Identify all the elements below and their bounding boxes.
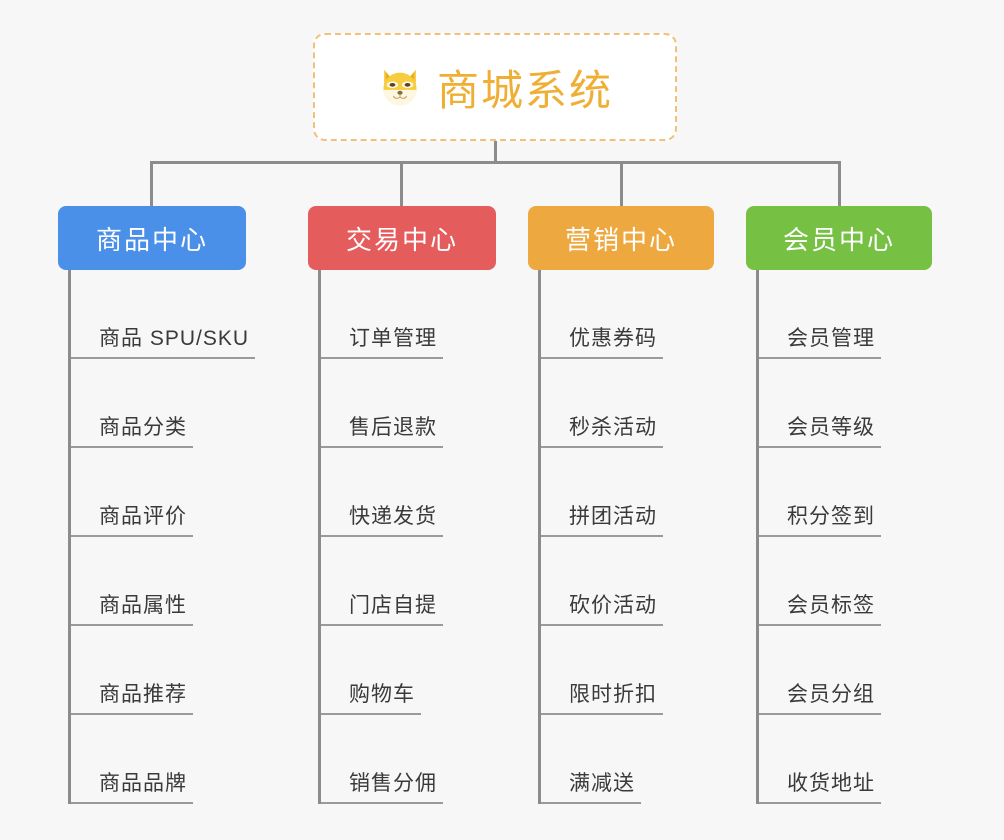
leaf-label: 限时折扣 bbox=[569, 683, 657, 706]
leaf-item[interactable]: 商品分类 bbox=[71, 359, 246, 448]
root-node[interactable]: 商城系统 bbox=[313, 33, 677, 141]
leaf-underline bbox=[321, 535, 443, 537]
leaf-list: 订单管理售后退款快递发货门店自提购物车销售分佣 bbox=[318, 270, 496, 804]
leaf-underline bbox=[759, 624, 881, 626]
category-label: 营销中心 bbox=[564, 224, 677, 255]
leaf-list: 会员管理会员等级积分签到会员标签会员分组收货地址 bbox=[756, 270, 932, 804]
leaf-item[interactable]: 售后退款 bbox=[321, 359, 496, 448]
leaf-underline bbox=[541, 446, 663, 448]
connector-root-stem bbox=[494, 141, 497, 163]
leaf-item[interactable]: 会员标签 bbox=[759, 537, 932, 626]
leaf-underline bbox=[321, 802, 443, 804]
leaf-item[interactable]: 快递发货 bbox=[321, 448, 496, 537]
leaf-underline bbox=[71, 357, 255, 359]
leaf-label: 门店自提 bbox=[349, 594, 437, 617]
leaf-item[interactable]: 会员分组 bbox=[759, 626, 932, 715]
leaf-underline bbox=[321, 624, 443, 626]
leaf-label: 拼团活动 bbox=[569, 505, 657, 528]
leaf-underline bbox=[71, 624, 193, 626]
leaf-item[interactable]: 商品评价 bbox=[71, 448, 246, 537]
leaf-underline bbox=[541, 624, 663, 626]
leaf-item[interactable]: 秒杀活动 bbox=[541, 359, 714, 448]
root-title: 商城系统 bbox=[436, 66, 613, 114]
leaf-item[interactable]: 商品品牌 bbox=[71, 715, 246, 804]
leaf-label: 满减送 bbox=[569, 772, 635, 795]
leaf-item[interactable]: 商品 SPU/SKU bbox=[71, 270, 255, 359]
category-label: 交易中心 bbox=[345, 224, 458, 255]
leaf-label: 商品品牌 bbox=[99, 772, 187, 795]
leaf-item[interactable]: 满减送 bbox=[541, 715, 714, 804]
category-column-1: 商品中心商品 SPU/SKU 商品分类商品评价商品属性商品推荐商品品牌 bbox=[58, 206, 255, 804]
connector-horizontal-bar bbox=[150, 161, 841, 164]
leaf-item[interactable]: 砍价活动 bbox=[541, 537, 714, 626]
category-label: 会员中心 bbox=[782, 224, 895, 255]
leaf-underline bbox=[541, 802, 641, 804]
leaf-label: 商品属性 bbox=[99, 594, 187, 617]
leaf-underline bbox=[71, 713, 193, 715]
leaf-label: 会员分组 bbox=[787, 683, 875, 706]
connector-drop-4 bbox=[838, 161, 841, 206]
leaf-underline bbox=[71, 535, 193, 537]
leaf-underline bbox=[759, 802, 881, 804]
leaf-list: 商品 SPU/SKU 商品分类商品评价商品属性商品推荐商品品牌 bbox=[68, 270, 255, 804]
leaf-label: 商品推荐 bbox=[99, 683, 187, 706]
leaf-label: 会员标签 bbox=[787, 594, 875, 617]
leaf-item[interactable]: 优惠券码 bbox=[541, 270, 714, 359]
leaf-label: 秒杀活动 bbox=[569, 416, 657, 439]
leaf-underline bbox=[321, 713, 421, 715]
leaf-label: 订单管理 bbox=[349, 327, 437, 350]
leaf-item[interactable]: 会员等级 bbox=[759, 359, 932, 448]
leaf-item[interactable]: 会员管理 bbox=[759, 270, 932, 359]
leaf-underline bbox=[759, 446, 881, 448]
leaf-underline bbox=[759, 713, 881, 715]
leaf-label: 积分签到 bbox=[787, 505, 875, 528]
leaf-item[interactable]: 商品属性 bbox=[71, 537, 246, 626]
leaf-label: 快递发货 bbox=[349, 505, 437, 528]
leaf-label: 砍价活动 bbox=[569, 594, 657, 617]
leaf-underline bbox=[541, 535, 663, 537]
category-box-1[interactable]: 商品中心 bbox=[58, 206, 246, 270]
leaf-label: 购物车 bbox=[349, 683, 415, 706]
category-column-2: 交易中心订单管理售后退款快递发货门店自提购物车销售分佣 bbox=[308, 206, 496, 804]
leaf-label: 销售分佣 bbox=[349, 772, 437, 795]
leaf-item[interactable]: 商品推荐 bbox=[71, 626, 246, 715]
leaf-underline bbox=[71, 446, 193, 448]
leaf-label: 收货地址 bbox=[787, 772, 875, 795]
leaf-item[interactable]: 拼团活动 bbox=[541, 448, 714, 537]
category-label: 商品中心 bbox=[95, 224, 208, 255]
leaf-item[interactable]: 销售分佣 bbox=[321, 715, 496, 804]
leaf-item[interactable]: 收货地址 bbox=[759, 715, 932, 804]
connector-drop-1 bbox=[150, 161, 153, 206]
dog-face-icon bbox=[377, 64, 423, 110]
leaf-label: 售后退款 bbox=[349, 416, 437, 439]
leaf-label: 商品 SPU/SKU bbox=[99, 327, 250, 350]
leaf-label: 商品评价 bbox=[99, 505, 187, 528]
leaf-item[interactable]: 门店自提 bbox=[321, 537, 496, 626]
leaf-underline bbox=[321, 446, 443, 448]
leaf-underline bbox=[541, 357, 663, 359]
connector-drop-3 bbox=[620, 161, 623, 206]
leaf-label: 会员管理 bbox=[787, 327, 875, 350]
leaf-item[interactable]: 积分签到 bbox=[759, 448, 932, 537]
category-box-2[interactable]: 交易中心 bbox=[308, 206, 496, 270]
connector-drop-2 bbox=[400, 161, 403, 206]
leaf-label: 会员等级 bbox=[787, 416, 875, 439]
leaf-list: 优惠券码秒杀活动拼团活动砍价活动限时折扣满减送 bbox=[538, 270, 714, 804]
leaf-underline bbox=[71, 802, 193, 804]
category-column-4: 会员中心会员管理会员等级积分签到会员标签会员分组收货地址 bbox=[746, 206, 932, 804]
leaf-item[interactable]: 订单管理 bbox=[321, 270, 496, 359]
leaf-underline bbox=[541, 713, 663, 715]
leaf-underline bbox=[321, 357, 443, 359]
leaf-item[interactable]: 购物车 bbox=[321, 626, 496, 715]
leaf-item[interactable]: 限时折扣 bbox=[541, 626, 714, 715]
leaf-label: 优惠券码 bbox=[569, 327, 657, 350]
category-box-3[interactable]: 营销中心 bbox=[528, 206, 714, 270]
leaf-label: 商品分类 bbox=[99, 416, 187, 439]
category-column-3: 营销中心优惠券码秒杀活动拼团活动砍价活动限时折扣满减送 bbox=[528, 206, 714, 804]
leaf-underline bbox=[759, 535, 881, 537]
leaf-underline bbox=[759, 357, 881, 359]
category-box-4[interactable]: 会员中心 bbox=[746, 206, 932, 270]
